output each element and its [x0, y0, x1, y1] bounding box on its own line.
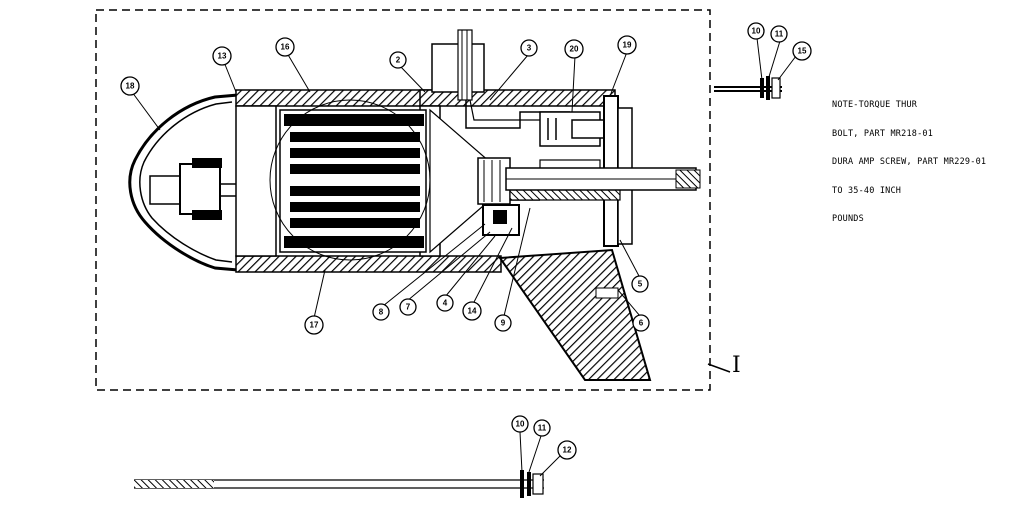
callout-20: 20	[570, 45, 579, 54]
thru-bolt-bottom	[134, 470, 544, 498]
callout-16: 16	[281, 43, 290, 52]
callout-5: 5	[638, 280, 643, 289]
callout-17: 17	[310, 321, 319, 330]
torque-note-line: TO 35-40 INCH	[832, 185, 902, 196]
callout-9: 9	[501, 319, 506, 328]
wire-connector	[431, 29, 605, 147]
armature-windings	[269, 99, 491, 261]
torque-note-line: NOTE-TORQUE THUR	[832, 100, 918, 110]
skeg-fin	[498, 248, 652, 381]
callout-3: 3	[527, 44, 532, 53]
callout-7: 7	[406, 303, 411, 312]
torque-note: NOTE-TORQUE THUR BOLT, PART MR218-01 DUR…	[832, 82, 986, 234]
torque-note-line: DURA AMP SCREW, PART MR229-01	[832, 157, 987, 167]
torque-note-line: POUNDS	[832, 214, 864, 224]
callout-10-bottom: 10	[516, 420, 525, 429]
callout-15: 15	[798, 47, 807, 56]
callout-8: 8	[379, 308, 384, 317]
callout-14: 14	[468, 307, 477, 316]
assembly-boundary	[95, 9, 711, 391]
callout-10-top: 10	[752, 27, 761, 36]
brush-assembly	[477, 157, 540, 236]
section-marker-arrow	[707, 363, 731, 373]
callout-2: 2	[396, 56, 401, 65]
callout-11-top: 11	[775, 30, 784, 39]
callout-circles	[120, 22, 812, 460]
callout-6: 6	[639, 319, 644, 328]
leader-lines	[131, 37, 800, 477]
callout-19: 19	[623, 41, 632, 50]
callout-4: 4	[443, 299, 448, 308]
callout-12: 12	[563, 446, 572, 455]
thru-bolt-top	[714, 76, 782, 100]
output-shaft	[505, 167, 701, 191]
callout-11-bottom: 11	[538, 424, 547, 433]
torque-note-line: BOLT, PART MR218-01	[832, 128, 934, 139]
callout-18: 18	[126, 82, 135, 91]
callout-13: 13	[218, 52, 227, 61]
nose-cone	[128, 93, 265, 272]
section-marker-label: I	[732, 353, 741, 378]
